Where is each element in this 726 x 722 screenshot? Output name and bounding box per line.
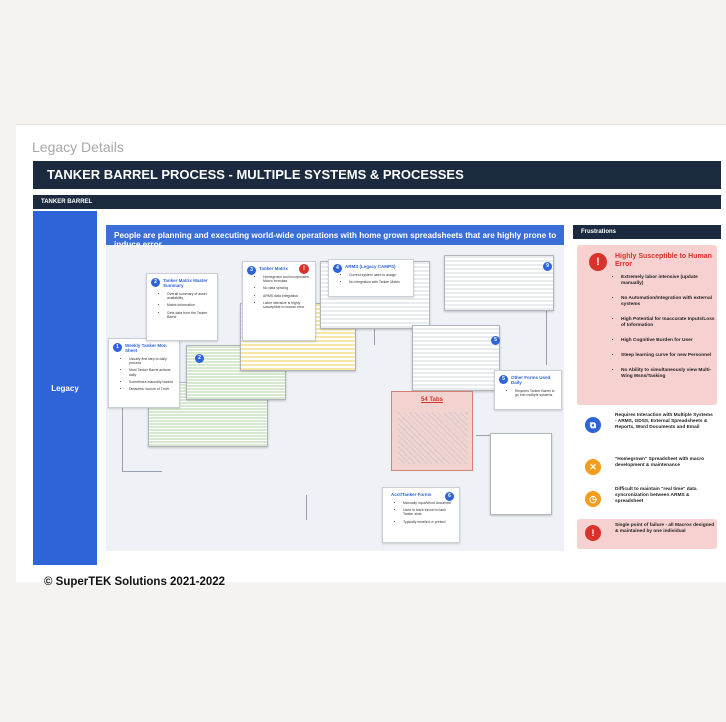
step-card: 4 ARMS (Legacy CAMPS) Current system use…: [328, 259, 414, 297]
process-diagram: People are planning and executing world-…: [106, 225, 564, 551]
card-item: Sometimes manually loaded: [129, 380, 175, 384]
card-title: Tanker Matrix Master Summary: [163, 278, 208, 288]
card-item: No data syncing: [263, 286, 311, 290]
step-number: 4: [333, 264, 342, 273]
card-title: Acct/Tanker Forms: [391, 492, 432, 497]
legacy-label: Legacy: [33, 211, 97, 565]
step-number: 6: [445, 492, 454, 501]
step-card: 5 Other Forms Used Daily Requires Tanker…: [494, 370, 562, 410]
connector: [546, 305, 547, 365]
alert-icon: !: [299, 264, 309, 274]
frustration-item: ◷ Difficult to maintain "real time" data…: [577, 487, 717, 517]
human-error-list: Extremely labor intensive (update manual…: [621, 275, 717, 389]
list-item: Extremely labor intensive (update manual…: [621, 275, 717, 287]
copyright-footer: © SuperTEK Solutions 2021-2022: [44, 576, 226, 588]
step-card: 1 Weekly Tanker Mon Sheet Usually first …: [108, 338, 180, 408]
headline: People are planning and executing world-…: [106, 225, 564, 249]
card-title: ARMS (Legacy CAMPS): [345, 264, 396, 269]
frustrations-header: Frustrations: [573, 225, 721, 239]
tabs-count-label: 54 Tabs: [421, 397, 443, 403]
tabs-collection: 54 Tabs: [391, 391, 473, 471]
card-title: Weekly Tanker Mon Sheet: [125, 343, 167, 353]
connector: [122, 471, 162, 472]
list-item: Steep learning curve for new Personnel: [621, 353, 717, 359]
card-item: No integration with Tanker Matrix: [349, 280, 409, 284]
slide-title: Legacy Details: [32, 139, 124, 155]
list-item: No Automation/Integration with external …: [621, 296, 717, 308]
card-item: Homegrown tool incorporates Macro formul…: [263, 275, 311, 283]
alert-icon: !: [589, 253, 607, 271]
card-item: Manually input/Word document: [403, 501, 455, 505]
step-card: 6 Acct/Tanker Forms Manually input/Word …: [382, 487, 460, 543]
card-item: Gets data from the Tanker Barrel: [167, 311, 213, 319]
card-title: Tanker Matrix: [259, 266, 288, 271]
step-number: 5: [491, 336, 500, 345]
human-error-title: Highly Susceptible to Human Error: [615, 253, 712, 269]
card-item: Typically emailed or printed: [403, 520, 455, 524]
card-title: Other Forms Used Daily: [511, 375, 551, 385]
connector: [306, 495, 307, 520]
integration-icon: ⧉: [585, 417, 601, 433]
frustration-text: Difficult to maintain "real time" data s…: [615, 487, 697, 504]
tools-icon: ✕: [585, 459, 601, 475]
human-error-box: ! Highly Susceptible to Human Error Extr…: [577, 245, 717, 405]
list-item: High Cognitive Burden for User: [621, 338, 717, 344]
banner-title: TANKER BARREL PROCESS - MULTIPLE SYSTEMS…: [33, 161, 721, 189]
step-number: 2: [195, 354, 204, 363]
card-item: Current system used to assign: [349, 273, 409, 277]
frustration-text: Requires Interaction with Multiple Syste…: [615, 413, 713, 430]
card-item: Matrix information: [167, 303, 213, 307]
clock-icon: ◷: [585, 491, 601, 507]
step-number: 1: [113, 343, 122, 352]
frustration-text: Single point of failure - all Macros des…: [615, 523, 715, 534]
spreadsheet-thumbnail: 5: [412, 325, 500, 391]
section-bar: TANKER BARREL: [33, 195, 721, 209]
step-number: 9: [543, 262, 552, 271]
card-item: Overall summary of asset availability: [167, 292, 213, 300]
alert-icon: !: [585, 525, 601, 541]
step-number: 3: [247, 266, 256, 275]
card-item: Requires Tanker Barrel to go into multip…: [515, 389, 557, 397]
frustration-item: ⧉ Requires Interaction with Multiple Sys…: [577, 413, 717, 453]
card-item: Most Tanker Barrel actions daily: [129, 368, 175, 376]
card-item: ARMS data integration: [263, 294, 311, 298]
frustration-item: ! Single point of failure - all Macros d…: [577, 519, 717, 549]
step-card: 3 ! Tanker Matrix Homegrown tool incorpo…: [242, 261, 316, 341]
card-item: Used to track throuh to tank Tanker slot…: [403, 508, 455, 516]
frustration-item: ✕ "Homegrown" Spreadsheet with macro dev…: [577, 457, 717, 485]
connector: [122, 365, 123, 471]
connector: [476, 435, 496, 436]
card-item: Usually first step to daily process: [129, 357, 175, 365]
slide: Legacy Details TANKER BARREL PROCESS - M…: [16, 124, 726, 582]
form-document: [490, 433, 552, 515]
card-item: Detaches 'source of Truth': [129, 387, 175, 391]
tabs-pile-image: [398, 412, 468, 464]
step-number: 5: [499, 375, 508, 384]
list-item: High Potential for Inaccurate Inputs/Los…: [621, 317, 717, 329]
spreadsheet-thumbnail: 9: [444, 255, 554, 311]
step-card: 2 Tanker Matrix Master Summary Overall s…: [146, 273, 218, 341]
frustration-text: "Homegrown" Spreadsheet with macro devel…: [615, 457, 705, 468]
step-number: 2: [151, 278, 160, 287]
card-item: Labor intensive is highly susceptible to…: [263, 301, 311, 309]
list-item: No Ability to simultaneously view Multi-…: [621, 368, 717, 380]
frustrations-panel: Frustrations ! Highly Susceptible to Hum…: [573, 225, 721, 565]
